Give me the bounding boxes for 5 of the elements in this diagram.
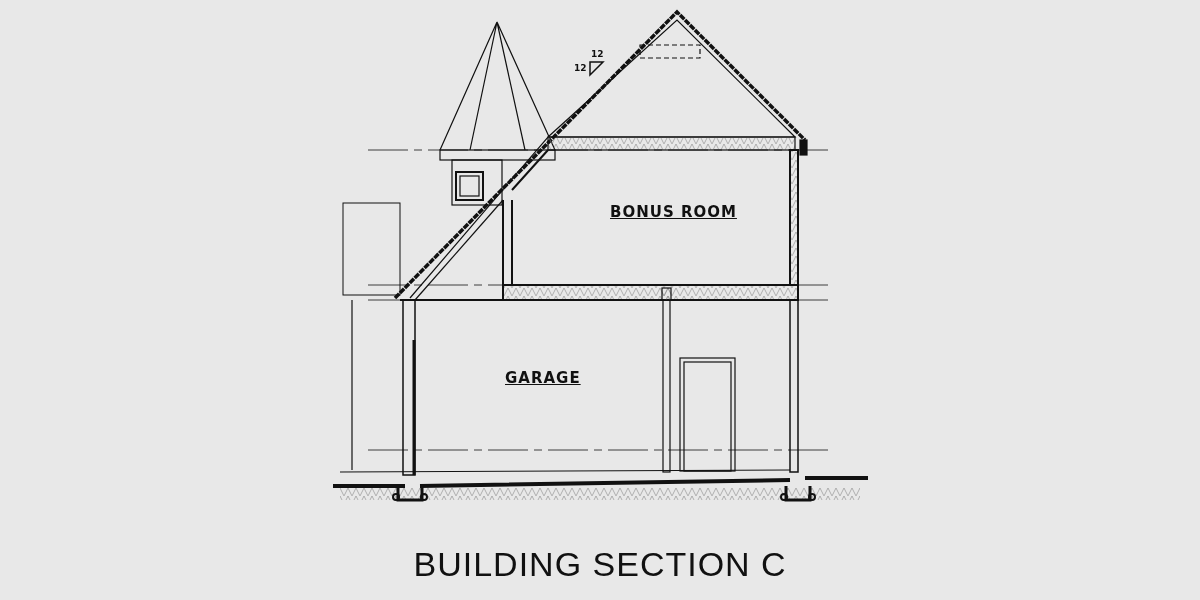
room-label: BONUS ROOM (610, 205, 737, 220)
room-label: GARAGE (505, 371, 581, 386)
pitch-number: 12 (591, 50, 604, 59)
pitch-number: 12 (574, 64, 587, 73)
drawing-title: BUILDING SECTION C (413, 547, 787, 581)
